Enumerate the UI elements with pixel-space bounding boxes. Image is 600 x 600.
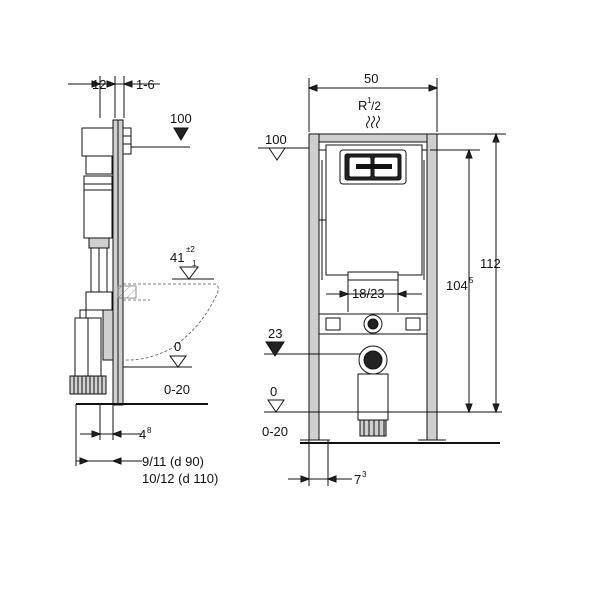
side-wc-bowl: [117, 283, 219, 361]
front-height-dims: 112 104 5: [430, 132, 506, 414]
dim-7-label: 7: [354, 472, 361, 487]
dim-1-6-label: 1-6: [136, 77, 155, 92]
front-width-50-label: 50: [364, 71, 378, 86]
side-level-0: 0 0-20: [76, 339, 208, 405]
front-frame-top: [318, 133, 428, 143]
arrowhead-icon: [492, 403, 500, 414]
front-frame-left: [308, 133, 320, 441]
front-bracket: [318, 313, 428, 437]
front-supply: R 1 /2: [358, 96, 381, 129]
side-cistern: [81, 127, 132, 249]
side-level-41-tol-plus: ±2: [186, 245, 195, 254]
arrowhead-icon: [111, 457, 122, 465]
arrowhead-icon: [79, 457, 90, 465]
dim-7-sup: 3: [362, 470, 367, 479]
pipe-size-line-1: 9/11 (d 90): [142, 454, 204, 469]
side-level-0-label: 0: [174, 339, 181, 354]
arrowhead-icon: [465, 148, 473, 159]
front-frame-right: [426, 133, 438, 441]
level-marker-triangle-icon: [267, 399, 285, 413]
arrowhead-icon: [326, 475, 337, 483]
level-marker-triangle-icon: [265, 341, 285, 357]
arrowhead-icon: [339, 290, 350, 298]
front-width-dim: 50: [307, 71, 439, 132]
arrowhead-icon: [300, 475, 311, 483]
arrowhead-icon: [465, 403, 473, 414]
supply-slash-label: /2: [371, 99, 381, 113]
front-level-0-label: 0: [270, 384, 277, 399]
dim-4-label: 4: [139, 427, 146, 442]
supply-frac-label: 1: [367, 96, 372, 105]
arrowhead-icon: [111, 430, 122, 438]
front-level-23: 23: [264, 326, 360, 357]
side-level-0-20-label: 0-20: [164, 382, 190, 397]
front-level-100-label: 100: [265, 132, 287, 147]
flush-plate-icon: [339, 149, 407, 185]
dim-12-label: 12: [92, 77, 106, 92]
front-level-0-20-label: 0-20: [262, 424, 288, 439]
side-level-100: 100: [131, 111, 192, 148]
supply-r-label: R: [358, 98, 367, 113]
level-marker-triangle-icon: [179, 266, 199, 280]
front-spacing-dim: 18/23: [326, 280, 422, 312]
arrowhead-icon: [428, 84, 439, 92]
level-marker-triangle-icon: [268, 147, 286, 161]
dim-4-sup: 8: [147, 426, 152, 435]
front-level-23-label: 23: [268, 326, 282, 341]
arrowhead-icon: [106, 80, 117, 88]
side-view: 12 1-6 100: [68, 76, 219, 486]
side-level-100-label: 100: [170, 111, 192, 126]
arrowhead-icon: [122, 80, 133, 88]
height-104-label: 104: [446, 278, 468, 293]
spacing-18-23-label: 18/23: [352, 286, 385, 301]
side-level-41-tol-sub: 1: [192, 259, 197, 268]
arrowhead-icon: [396, 290, 407, 298]
pipe-size-line-2: 10/12 (d 110): [142, 471, 218, 486]
height-112-label: 112: [480, 256, 501, 271]
front-view: 50 R 1 /2: [258, 71, 506, 487]
front-level-100: 100: [258, 132, 309, 161]
water-supply-waves-icon: [366, 115, 380, 129]
arrowhead-icon: [91, 80, 102, 88]
arrowhead-icon: [91, 430, 102, 438]
side-drain-pipe: [69, 247, 114, 395]
height-104-sup: 5: [469, 276, 474, 285]
side-level-41: 41 ±2 1: [170, 245, 214, 280]
arrowhead-icon: [492, 132, 500, 143]
arrowhead-icon: [307, 84, 318, 92]
dim-top-side: 12 1-6: [68, 76, 160, 118]
front-dim-7: 7 3: [288, 440, 367, 487]
level-marker-triangle-icon: [173, 127, 189, 141]
side-bottom-dims: 4 8 9/11 (d 90) 10/12 (d 110): [75, 404, 218, 486]
side-level-41-label: 41: [170, 250, 184, 265]
front-level-0: 0 0-20: [262, 384, 502, 444]
level-marker-triangle-icon: [169, 355, 187, 368]
